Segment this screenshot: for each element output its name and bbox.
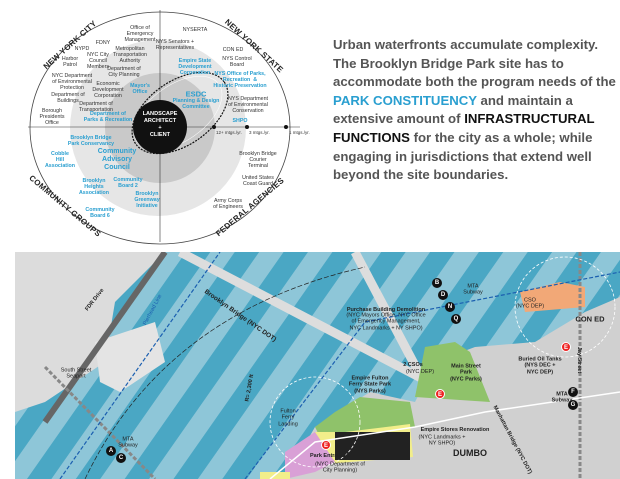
meeting-label: 1 mtgs./yr. — [289, 130, 310, 135]
fulton-ferry-label: Fulton Ferry Landing — [278, 408, 298, 428]
ferry-radius-circle — [269, 376, 361, 468]
client-inner-ellipse — [133, 76, 223, 150]
fdr-drive — [42, 252, 168, 424]
stakeholder-label: NYSERTA — [182, 26, 208, 33]
con-ed-site — [520, 282, 585, 312]
mta-subway-label: MTA Subway — [118, 436, 138, 449]
park-constituency-highlight: PARK CONSTITUENCY — [333, 92, 477, 108]
csos-label: 2 CSOs — [403, 361, 423, 368]
client-dashed-ellipse — [131, 71, 229, 155]
con-ed-label: CON ED — [575, 314, 605, 324]
stakeholder-label: Metropolitan Transportation Authority — [113, 45, 147, 65]
stakeholder-label: FDNY — [95, 39, 111, 46]
paragraph-text: and maintain a extensive amount of — [333, 92, 573, 127]
entrance-marker: E — [435, 389, 445, 399]
site-map — [15, 252, 620, 479]
main-street-park — [415, 342, 490, 402]
stakeholder-label: Planning & Design Committee — [172, 97, 220, 110]
purchase-label: Purchase Building Demolition — [346, 306, 426, 313]
center-line-4: CLIENT — [149, 132, 171, 138]
mta-subway-top-label: MTA Subway — [463, 283, 483, 296]
infrastructural-functions-highlight: INFRASTRUCTURAL FUNCTIONS — [333, 111, 595, 145]
stakeholder-label: Office of Emergency Management — [124, 24, 156, 44]
dumbo-label: DUMBO — [453, 447, 487, 458]
stakeholder-label: NYS Control Board — [222, 55, 252, 68]
park-entrances-sub-label: (NYC Department of City Planning) — [315, 461, 365, 474]
stakeholder-label: Brooklyn Heights Association — [78, 177, 110, 197]
jay-street-label: Jay Street — [576, 346, 583, 374]
pierhead-line — [59, 252, 221, 479]
park-entrances-label: Park Entrances — [309, 452, 351, 459]
center-line-3: + — [158, 125, 162, 131]
stakeholder-label: Department of Parks & Recreation — [83, 110, 133, 123]
subway-g-icon: G — [568, 400, 578, 410]
meeting-dot-1 — [284, 125, 288, 129]
stakeholder-label: Brooklyn Greenway Initiative — [134, 190, 160, 210]
stakeholder-label: NYC Department of Environmental Protecti… — [51, 72, 93, 92]
center-circle — [133, 100, 187, 154]
stakeholder-diagram — [28, 10, 300, 245]
subway-q-icon: Q — [451, 314, 461, 324]
stakeholder-label: Department of Transportation — [79, 100, 113, 113]
stakeholder-label: Community Board 6 — [85, 206, 115, 219]
meeting-dot-3 — [245, 125, 249, 129]
stakeholder-label: Brooklyn Bridge Park Conservancy — [67, 134, 115, 147]
stakeholder-label: Community Advisory Council — [97, 147, 137, 172]
paragraph-text: for the city as a whole; while engaging … — [333, 129, 593, 183]
empire-stores-label: Empire Stores Renovation — [420, 426, 490, 433]
park-boundary — [269, 391, 620, 479]
stakeholder-label: Department of Buildings — [51, 91, 85, 104]
stakeholder-label: NYS Senators + Representatives — [155, 38, 195, 51]
stakeholder-label: NYPD — [74, 45, 90, 52]
center-line-2: ARCHITECT — [143, 118, 177, 124]
stakeholder-label: CON ED — [222, 46, 244, 53]
mta-subway-right-label: MTA Subway — [551, 391, 573, 404]
paragraph-text: Urban waterfronts accumulate complexity.… — [333, 37, 616, 90]
subway-d-icon: D — [438, 290, 448, 300]
subway-a-icon: A — [106, 446, 116, 456]
subway-b-icon: B — [432, 278, 442, 288]
oil-tanks-label: Buried Oil Tanks (NYS DEC + NYC DEP) — [518, 356, 562, 376]
empire-stores-sub-label: (NYC Landmarks + NY SHPO) — [418, 434, 466, 447]
stakeholder-label: Empire State Development Corporation — [178, 57, 212, 77]
stakeholder-label: NYS Office of Parks, Recreation & Histor… — [213, 70, 267, 90]
stakeholder-label: United States Coast Guard — [242, 174, 274, 187]
stakeholder-label: ESDC — [185, 89, 207, 99]
purchase-sub-label: (NYC Mayors Office, NYC Office of Emerge… — [346, 312, 426, 332]
stakeholder-label: Economic Development Corporation — [92, 80, 124, 100]
csos-sub-label: (NYC DEP) — [405, 368, 435, 375]
subway-f-icon: F — [568, 387, 578, 397]
cso-label: CSO (NYC DEP) — [515, 297, 545, 310]
seaport-piers — [95, 322, 165, 392]
main-street-label: Main Street Park (NYC Parks) — [450, 363, 482, 383]
meeting-label: 3 mtgs./yr. — [249, 130, 270, 135]
center-label: LANDSCAPE ARCHITECT + CLIENT — [133, 111, 187, 139]
stakeholder-label: Army Corps of Engineers — [213, 197, 243, 210]
stakeholder-label: Cobble Hill Association — [44, 150, 76, 170]
stakeholder-label: Mayor's Office — [130, 82, 150, 95]
center-line-1: LANDSCAPE — [142, 111, 178, 117]
manhattan-land — [15, 252, 165, 412]
cso-radius-circle — [514, 256, 616, 358]
meeting-dot-12 — [212, 125, 216, 129]
subway-c-icon: C — [116, 453, 126, 463]
stakeholder-label: Borough Presidents Office — [39, 107, 65, 127]
stakeholder-label: Department of City Planning — [107, 65, 141, 78]
entrance-marker: E — [561, 342, 571, 352]
meeting-label: 12+ mtgs./yr. — [216, 130, 242, 135]
subway-n-icon: N — [445, 302, 455, 312]
intro-paragraph: Urban waterfronts accumulate complexity.… — [333, 36, 620, 185]
empire-fulton-label: Empire Fulton Ferry State Park (NYS Park… — [348, 375, 392, 395]
seaport-label: South Street Seaport — [60, 367, 92, 380]
stakeholder-label: SHPO — [232, 117, 248, 124]
entrance-marker: E — [321, 440, 331, 450]
radius-arc — [84, 266, 366, 479]
stakeholder-label: NYC City Council Members — [86, 51, 110, 71]
stakeholder-label: Brooklyn Bridge Courier Terminal — [239, 150, 277, 170]
stakeholder-label: Community Board 2 — [113, 176, 143, 189]
stakeholder-label: Harbor Patrol — [61, 55, 79, 68]
stakeholder-label: NYS Department of Environmental Conserva… — [227, 95, 269, 115]
